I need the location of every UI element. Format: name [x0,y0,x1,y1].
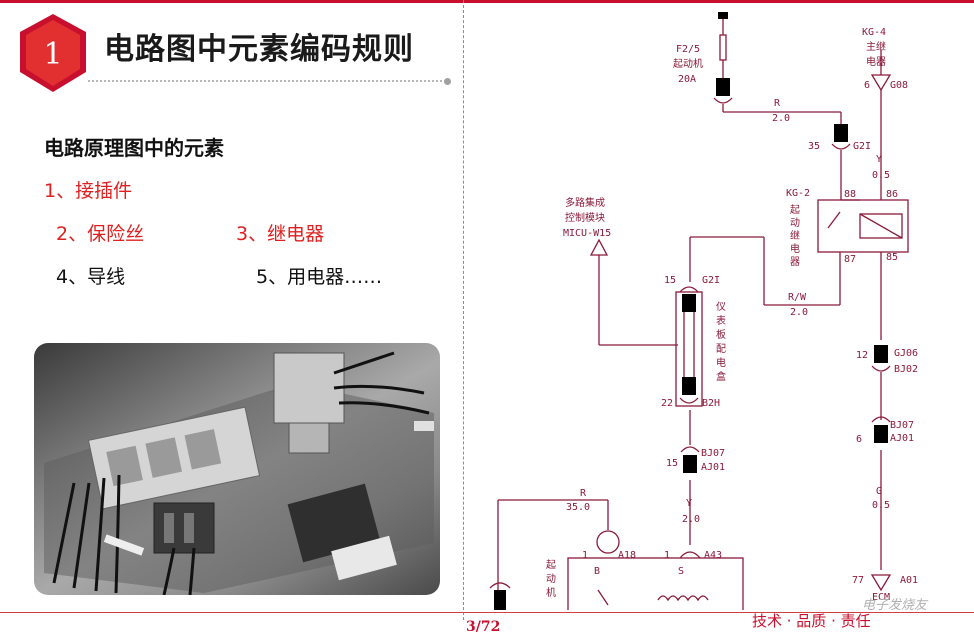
title-divider-dot [444,78,451,85]
fuse-sub-label: 起动机 [673,57,703,70]
list-item-wire: 4、导线 [56,266,126,288]
pin85-label: 85 [886,252,898,263]
pin22-label: 22 [661,398,673,409]
a01-label: A01 [900,575,918,586]
column-divider [463,0,464,620]
a43-label: A43 [704,550,722,561]
panel-v5: 盒 [716,370,726,383]
starter-v2: 机 [546,586,556,599]
pin6-label: 6 [856,434,862,445]
kg4-sub1: 主继 [866,40,886,53]
micu-label-1: 多路集成 [565,196,605,209]
pin88-label: 88 [844,189,856,200]
wire-r2-label: 2.0 [772,113,790,124]
bj07b-label: BJ07 [701,448,725,459]
pin87-label: 87 [844,254,856,265]
pin35-label: 35 [808,141,820,152]
page-title: 电路图中元素编码规则 [104,32,414,67]
terminal-b-label: B [594,566,600,577]
wire-g05-label: 0.5 [872,500,890,511]
wire-r-label: R [774,98,781,109]
pin15b-label: 15 [666,458,678,469]
aj01a-label: AJ01 [890,433,914,444]
wire-rw2-label: 2.0 [790,307,808,318]
g2i-a-label: G2I [853,141,871,152]
list-item-connector: 1、接插件 [44,180,133,202]
a18-label: A18 [618,550,636,561]
micu-label-3: MICU-W15 [563,228,611,239]
kg4-sub2: 电器 [866,55,886,68]
watermark: 电子发烧友 [862,598,928,613]
list-item-relay: 3、继电器 [236,223,325,245]
footer-slogan: 技术 · 品质 · 责任 [752,612,871,630]
panel-v3: 配 [716,343,726,355]
micu-label-2: 控制模块 [565,211,605,224]
wire-g-label: G [876,486,882,497]
gj06-label: GJ06 [894,348,918,359]
connector-blocks [494,12,888,610]
pin86-label: 86 [886,189,898,200]
b2h-label: B2H [702,398,720,409]
kg4-label: KG-4 [862,27,886,38]
fuse-label: F2/5 [676,44,700,55]
panel-v1: 表 [716,314,726,327]
circuit-diagram: F2/5 起动机 20A KG-4 主继 电器 6 G08 R 2.0 35 G… [489,12,918,610]
bj07a-label: BJ07 [890,420,914,431]
section-number: 1 [43,37,62,72]
wire-y-label: Y [876,154,882,165]
ecm-label: ECM [872,592,890,603]
kg2-v0: 起 [790,204,800,216]
list-item-fuse: 2、保险丝 [56,223,145,245]
pin15a-label: 15 [664,275,676,286]
starter-v1: 动 [546,573,556,585]
panel-v0: 仪 [716,301,726,313]
terminal-s-label: S [678,566,684,577]
kg4-pin: 6 [864,80,870,91]
title-divider [88,80,446,82]
kg2-v2: 继 [790,229,800,242]
wire-y2-label: Y [686,498,692,509]
wire-r3-label: R [580,488,587,499]
g2i-b-label: G2I [702,275,720,286]
kg2-label: KG-2 [786,188,810,199]
wire-rw-label: R/W [788,292,807,303]
list-item-load: 5、用电器…… [256,266,383,288]
wire-y05-label: 0.5 [872,170,890,181]
kg2-v3: 电 [790,242,800,255]
pin77-label: 77 [852,575,864,586]
pin1b-label: 1 [664,550,670,561]
kg4-conn: G08 [890,80,908,91]
panel-v2: 板 [716,328,726,341]
kg2-v4: 器 [790,256,800,268]
circuit-wires [497,12,909,610]
aj01b-label: AJ01 [701,462,725,473]
connector-photo [34,343,440,595]
pin1a-label: 1 [582,550,588,561]
fuse-amp-label: 20A [678,74,696,85]
kg2-v1: 动 [790,217,800,229]
top-accent-bar [0,0,974,3]
wire-r35-label: 35.0 [566,502,590,513]
content-heading: 电路原理图中的元素 [44,136,224,160]
page-number: 3/72 [466,619,501,635]
pin12-label: 12 [856,350,868,361]
wire-y2v-label: 2.0 [682,514,700,525]
panel-v4: 电 [716,356,726,369]
starter-v0: 起 [546,559,556,571]
footer-divider [0,612,974,613]
section-number-badge: 1 [20,14,86,92]
bj02-label: BJ02 [894,364,918,375]
